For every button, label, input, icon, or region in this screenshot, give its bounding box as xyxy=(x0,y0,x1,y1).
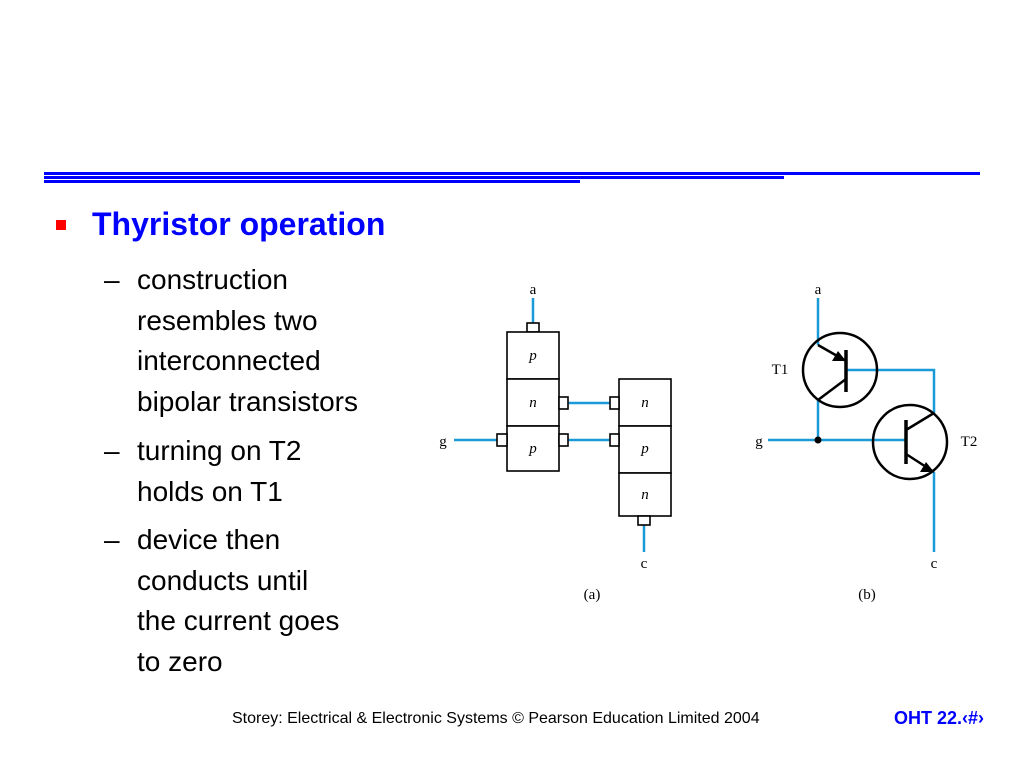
diagram-b-wires xyxy=(768,298,936,552)
dash: – xyxy=(104,435,120,466)
t1-label: T1 xyxy=(772,362,789,378)
layer-n-left xyxy=(506,378,560,427)
slide-heading: Thyristor operation xyxy=(92,206,386,242)
gate-terminal xyxy=(496,433,508,447)
bullet-line: resembles two xyxy=(137,304,318,336)
layer-label: n xyxy=(529,395,537,411)
diagram-b: a g c T1 T2 (b) xyxy=(755,282,977,603)
bullet-line: conducts until xyxy=(137,564,309,596)
anode-terminal xyxy=(526,322,540,333)
diagram-a-wires xyxy=(454,298,646,552)
slide-number: OHT 22.‹#› xyxy=(893,708,984,728)
gate-label: g xyxy=(439,434,447,450)
layer-label: p xyxy=(528,441,537,457)
cathode-label: c xyxy=(641,556,648,572)
layer-label: n xyxy=(641,395,649,411)
bullet-line: holds on T1 xyxy=(137,475,283,507)
anode-label: a xyxy=(530,282,537,298)
bullet-line: turning on T2 xyxy=(137,435,302,466)
layer-label: n xyxy=(641,487,649,503)
bullet-line: device then xyxy=(137,524,281,555)
right-terminal-p xyxy=(609,433,620,447)
layer-p-left-bottom xyxy=(506,425,560,472)
layer-p-left-top xyxy=(506,331,560,380)
emitter-arrow-icon xyxy=(920,462,934,472)
bullet-line: to zero xyxy=(137,645,223,677)
layer-label: p xyxy=(528,348,537,364)
transistor-t1 xyxy=(801,331,879,409)
transistor-t2 xyxy=(871,403,949,481)
t2-label: T2 xyxy=(961,434,978,450)
cathode-terminal xyxy=(637,515,651,526)
cathode-label: c xyxy=(931,556,938,572)
diagram-a: a g c (a) p n p n p n xyxy=(439,282,672,603)
layer-label: p xyxy=(640,441,649,457)
bullet-line: the current goes xyxy=(137,605,340,636)
bullet-line: bipolar transistors xyxy=(137,385,358,417)
gate-label: g xyxy=(755,434,763,450)
junction-dot xyxy=(814,436,822,444)
caption-b: (b) xyxy=(858,587,876,603)
layer-p-right xyxy=(618,425,672,474)
bullet-line: interconnected xyxy=(137,345,321,376)
footer-citation: Storey: Electrical & Electronic Systems … xyxy=(232,710,760,727)
dash: – xyxy=(104,264,120,295)
dash: – xyxy=(104,524,120,555)
caption-a: (a) xyxy=(584,587,601,603)
left-terminal-n xyxy=(558,396,569,410)
left-terminal-p xyxy=(558,433,569,447)
bullet-square-icon xyxy=(56,220,66,230)
emitter-arrow-icon xyxy=(832,351,846,361)
right-terminal-n xyxy=(609,396,620,410)
anode-label: a xyxy=(815,282,822,298)
layer-n-right-bottom xyxy=(618,472,672,517)
bullet-line: construction xyxy=(137,264,288,295)
